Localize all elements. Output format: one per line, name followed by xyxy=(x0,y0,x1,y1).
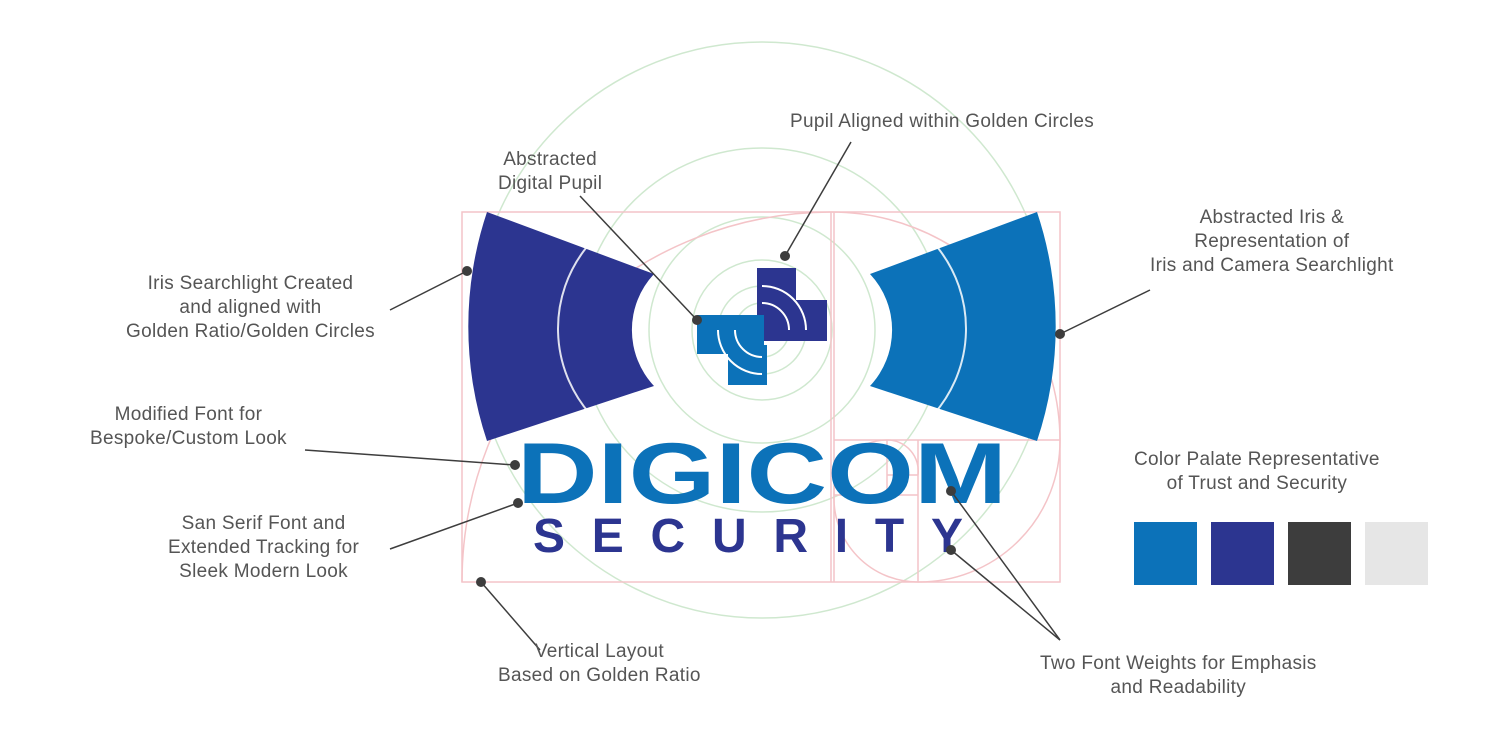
annotation-san-serif-line-2: Extended Tracking for xyxy=(168,537,360,558)
iris-guide-arcs xyxy=(557,247,967,415)
pointer-dot-modified-font xyxy=(510,460,520,470)
annotation-san-serif: San Serif Font and Extended Tracking for… xyxy=(168,512,359,584)
annotation-iris-searchlight-line-1: Iris Searchlight Created xyxy=(147,273,354,294)
pointer-line-iris-searchlight xyxy=(389,270,468,311)
annotation-abstracted-iris: Abstracted Iris & Representation of Iris… xyxy=(1150,206,1394,278)
right-iris-searchlight xyxy=(870,212,1056,441)
pointer-dot-pupil-aligned xyxy=(780,251,790,261)
left-iris-arc xyxy=(557,247,591,415)
pointer-line-pupil-aligned xyxy=(784,141,852,257)
annotation-palette-title: Color Palate Representative of Trust and… xyxy=(1134,448,1380,496)
golden-circle-sm xyxy=(691,259,833,401)
palette-swatch-blue xyxy=(1134,522,1197,585)
pointer-dot-weight-bold xyxy=(946,486,956,496)
outer-rectangle xyxy=(461,211,1061,583)
pupil-arc-outer xyxy=(761,285,807,331)
annotation-san-serif-line-1: San Serif Font and xyxy=(181,513,346,534)
pupil-block-navy-right xyxy=(757,300,827,341)
palette-swatch-charcoal xyxy=(1288,522,1351,585)
annotation-vertical-layout: Vertical Layout Based on Golden Ratio xyxy=(498,640,701,688)
annotation-two-font-weights: Two Font Weights for Emphasis and Readab… xyxy=(1040,652,1317,700)
pupil-arc-outer-left xyxy=(717,329,763,375)
annotation-vertical-layout-line-1: Vertical Layout xyxy=(534,641,664,662)
pointer-line-vertical-layout xyxy=(480,581,541,651)
palette-swatch-navy xyxy=(1211,522,1274,585)
annotation-two-font-weights-line-2: and Readability xyxy=(1110,677,1247,698)
wordmark-digicom: DIGICOM xyxy=(517,426,1007,522)
pointer-line-weight-bold xyxy=(950,490,1061,641)
annotation-abstracted-iris-line-1: Abstracted Iris & xyxy=(1199,207,1345,228)
annotation-iris-searchlight-line-2: and aligned with xyxy=(179,297,322,318)
annotation-vertical-layout-line-2: Based on Golden Ratio xyxy=(498,665,701,686)
right-iris-arc xyxy=(933,247,967,415)
pointer-lines xyxy=(304,141,1151,651)
digital-pupil xyxy=(697,268,827,385)
pointer-dot-weight-regular xyxy=(946,545,956,555)
annotation-iris-searchlight-line-3: Golden Ratio/Golden Circles xyxy=(126,321,375,342)
left-iris-searchlight xyxy=(468,212,654,441)
annotation-abstracted-pupil: Abstracted Digital Pupil xyxy=(498,148,602,196)
pointer-line-modified-font xyxy=(304,449,516,466)
annotation-abstracted-iris-line-2: Representation of xyxy=(1194,231,1350,252)
annotation-modified-font: Modified Font for Bespoke/Custom Look xyxy=(90,403,287,451)
palette-swatch-light-gray xyxy=(1365,522,1428,585)
pointer-line-abstracted-pupil xyxy=(579,195,698,321)
annotation-abstracted-pupil-line-1: Abstracted xyxy=(503,149,598,170)
annotation-palette-title-line-2: of Trust and Security xyxy=(1166,473,1348,494)
pupil-arc-inner xyxy=(761,302,790,331)
annotation-two-font-weights-line-1: Two Font Weights for Emphasis xyxy=(1040,653,1317,674)
pointer-dot-vertical-layout xyxy=(476,577,486,587)
annotation-palette-title-line-1: Color Palate Representative xyxy=(1134,449,1380,470)
pointer-dot-abstracted-pupil xyxy=(692,315,702,325)
annotation-modified-font-line-2: Bespoke/Custom Look xyxy=(90,428,287,449)
annotation-modified-font-line-1: Modified Font for xyxy=(114,404,263,425)
pointer-line-abstracted-iris xyxy=(1059,289,1151,335)
annotation-pupil-aligned: Pupil Aligned within Golden Circles xyxy=(790,110,1094,134)
annotation-san-serif-line-3: Sleek Modern Look xyxy=(179,561,348,582)
pointer-line-san-serif xyxy=(389,502,519,550)
annotation-abstracted-pupil-line-2: Digital Pupil xyxy=(498,173,603,194)
pupil-arc-inner-left xyxy=(734,329,763,358)
pointer-dots xyxy=(462,251,1065,587)
annotation-iris-searchlight: Iris Searchlight Created and aligned wit… xyxy=(126,272,375,344)
pointer-dot-abstracted-iris xyxy=(1055,329,1065,339)
pointer-line-weight-regular xyxy=(950,549,1061,641)
golden-circle-md xyxy=(648,216,876,444)
pointer-dot-san-serif xyxy=(513,498,523,508)
pointer-dot-iris-searchlight xyxy=(462,266,472,276)
annotation-abstracted-iris-line-3: Iris and Camera Searchlight xyxy=(1150,255,1394,276)
annotation-pupil-aligned-line: Pupil Aligned within Golden Circles xyxy=(790,111,1095,132)
